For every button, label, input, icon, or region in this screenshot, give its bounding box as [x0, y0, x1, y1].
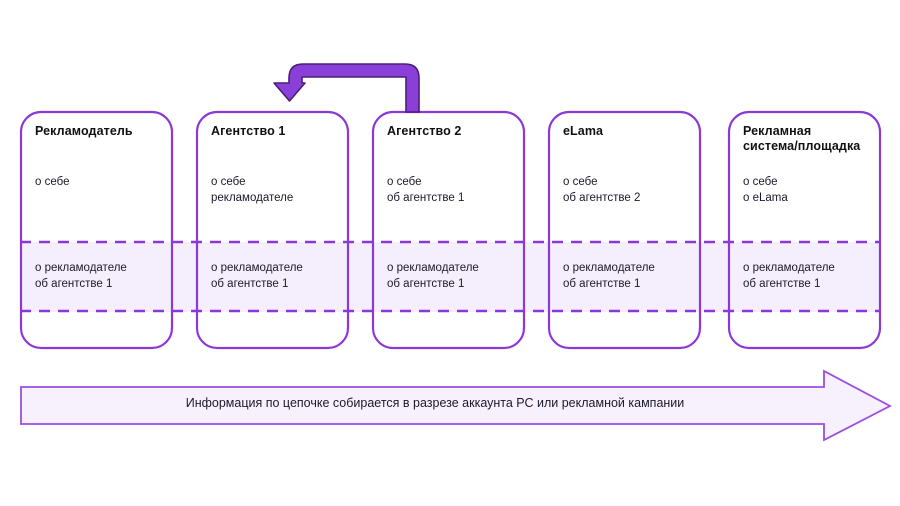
card-own-info: о себе рекламодателе [211, 176, 294, 204]
card-title: eLama [563, 124, 604, 138]
card-own-info: о себе об агентстве 2 [563, 176, 641, 204]
card-shared-info: о рекламодателе об агентстве 1 [35, 262, 127, 290]
card-shared-info: о рекламодателе об агентстве 1 [563, 262, 655, 290]
card-elama[interactable]: eLama о себе об агентстве 2 о рекламодат… [549, 112, 700, 348]
card-title: Рекламодатель [35, 124, 133, 138]
card-agency-1[interactable]: Агентство 1 о себе рекламодателе о рекла… [197, 112, 348, 348]
card-title: Агентство 1 [211, 124, 286, 138]
banner-label: Информация по цепочке собирается в разре… [185, 396, 685, 410]
card-shared-info: о рекламодателе об агентстве 1 [211, 262, 303, 290]
card-own-info: о себе [35, 176, 70, 188]
card-advertiser[interactable]: Рекламодатель о себе о рекламодателе об … [21, 112, 172, 348]
card-agency-2[interactable]: Агентство 2 о себе об агентстве 1 о рекл… [373, 112, 524, 348]
card-own-info: о себе о eLama [743, 176, 788, 204]
card-ad-system[interactable]: Рекламная система/площадка о себе о eLam… [729, 112, 880, 348]
card-own-info: о себе об агентстве 1 [387, 176, 465, 204]
card-shared-info: о рекламодателе об агентстве 1 [387, 262, 479, 290]
card-title: Агентство 2 [387, 124, 462, 138]
card-shared-info: о рекламодателе об агентстве 1 [743, 262, 835, 290]
card-title: Рекламная система/площадка [743, 124, 861, 153]
